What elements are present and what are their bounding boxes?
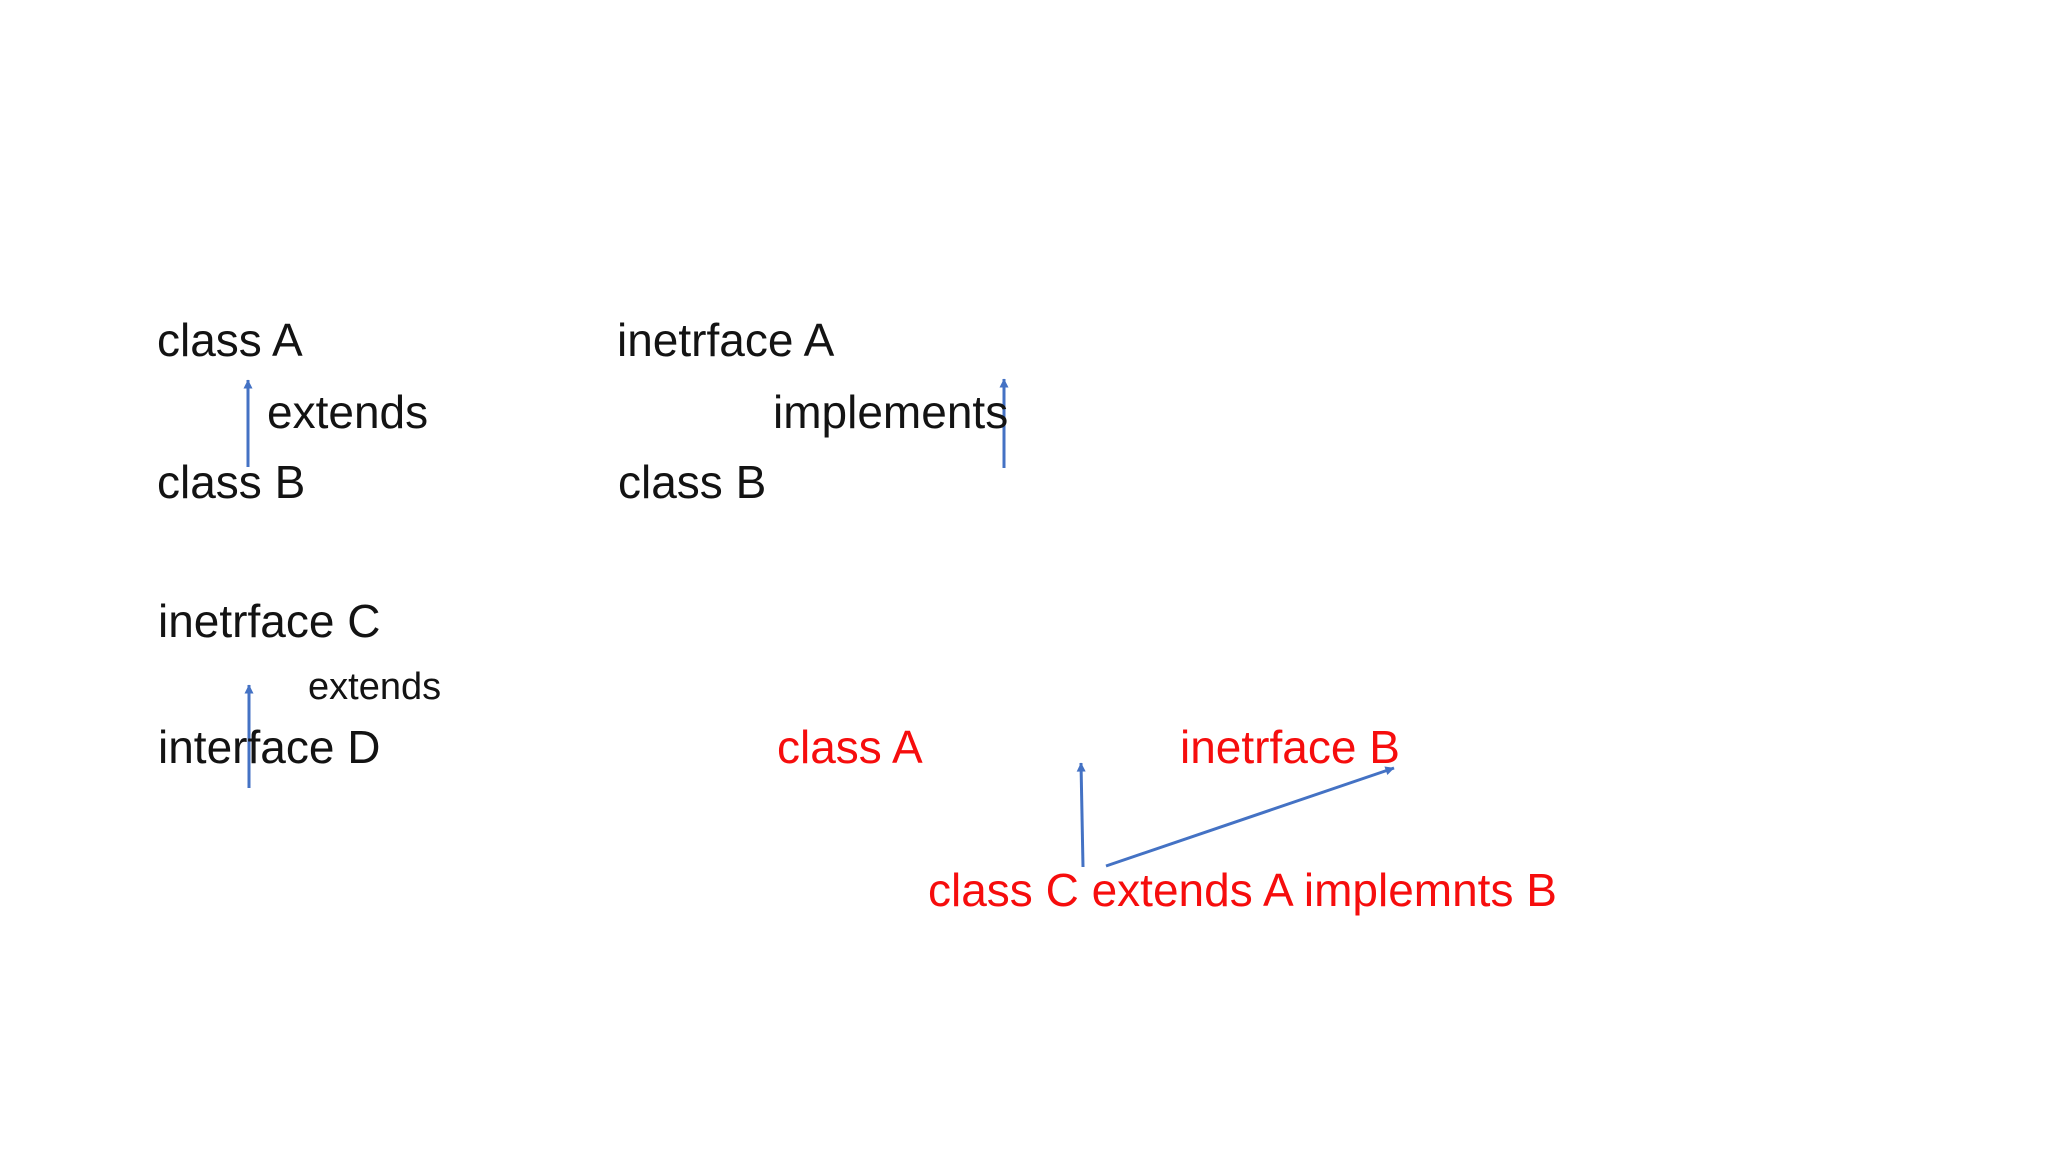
- label-extends-keyword: extends: [267, 386, 429, 438]
- label-parent-class-a: class A: [157, 314, 303, 366]
- label-red-parent-interface-b: inetrface B: [1180, 721, 1400, 773]
- label-child-interface-d: interface D: [158, 721, 381, 773]
- label-parent-interface-c: inetrface C: [158, 595, 381, 647]
- label-extends-keyword-small: extends: [308, 666, 442, 708]
- label-red-class-c-declaration: class C extends A implemnts B: [928, 864, 1557, 916]
- label-parent-interface-a: inetrface A: [617, 314, 835, 366]
- label-child-class-b-2: class B: [618, 456, 767, 508]
- label-child-class-b: class B: [157, 456, 306, 508]
- label-red-parent-class-a: class A: [777, 721, 923, 773]
- implements-arrow-class-c-to-interface-b: [1105, 766, 1395, 868]
- label-implements-keyword: implements: [773, 386, 1009, 438]
- extends-arrow-class-c-to-class-a: [1076, 762, 1086, 868]
